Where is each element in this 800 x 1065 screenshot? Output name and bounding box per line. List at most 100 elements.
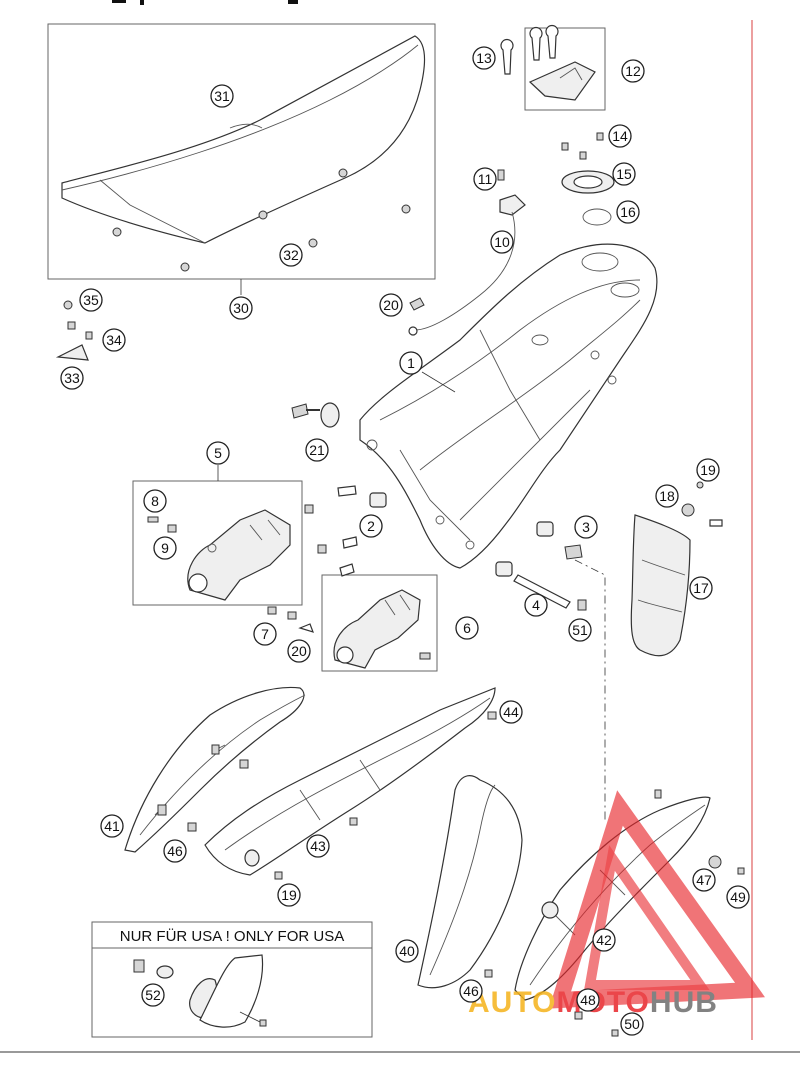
tank-hardware: [291, 402, 587, 611]
svg-text:4: 4: [532, 597, 540, 613]
callout-43: 43: [306, 834, 330, 858]
callout-49: 49: [726, 885, 750, 909]
callout-8: 8: [143, 489, 167, 513]
usa-only-box: NUR FÜR USA ! ONLY FOR USA: [91, 921, 373, 1038]
bracket-group-6: [321, 536, 438, 672]
callout-13: 13: [472, 46, 496, 70]
callout-50: 50: [620, 1012, 644, 1036]
side-panel-43: [187, 687, 497, 880]
callout-10: 10: [490, 230, 514, 254]
svg-text:30: 30: [233, 300, 249, 316]
callout-16: 16: [616, 200, 640, 224]
svg-text:10: 10: [494, 234, 510, 250]
svg-text:50: 50: [624, 1016, 640, 1032]
seat-group: [47, 23, 436, 295]
callout-1: 1: [399, 351, 423, 375]
reference-line: [574, 559, 606, 820]
svg-text:40: 40: [399, 943, 415, 959]
svg-text:14: 14: [612, 128, 628, 144]
callout-4: 4: [524, 593, 548, 617]
tank-spoiler-40: [417, 775, 523, 989]
callout-41: 41: [100, 814, 124, 838]
callout-11: 11: [473, 167, 497, 191]
callout-32: 32: [279, 243, 303, 267]
svg-text:3: 3: [582, 519, 590, 535]
svg-text:19: 19: [281, 887, 297, 903]
seat: [61, 35, 426, 244]
svg-text:5: 5: [214, 445, 222, 461]
callout-44: 44: [499, 700, 523, 724]
svg-text:1: 1: [407, 355, 415, 371]
callout-9: 9: [153, 536, 177, 560]
svg-text:31: 31: [214, 88, 230, 104]
svg-text:20: 20: [291, 643, 307, 659]
callout-19-top: 19: [696, 458, 720, 482]
callout-3: 3: [574, 515, 598, 539]
lock-cover: [528, 61, 596, 101]
svg-text:46: 46: [463, 983, 479, 999]
svg-text:19: 19: [700, 462, 716, 478]
svg-text:6: 6: [463, 620, 471, 636]
callout-12: 12: [621, 59, 645, 83]
side-cover-17: [630, 481, 723, 657]
callout-30: 30: [229, 296, 253, 320]
svg-text:49: 49: [730, 889, 746, 905]
key: [500, 39, 514, 75]
callout-46-bottom: 46: [459, 979, 483, 1003]
callout-20-top: 20: [379, 293, 403, 317]
svg-text:18: 18: [659, 488, 675, 504]
cropped-heading: [112, 0, 298, 5]
callout-33: 33: [60, 366, 84, 390]
callout-34: 34: [102, 328, 126, 352]
callout-51: 51: [568, 618, 592, 642]
bracket-group-5: [132, 465, 327, 633]
callout-17: 17: [689, 576, 713, 600]
svg-text:16: 16: [620, 204, 636, 220]
fuel-tank: [359, 243, 658, 569]
svg-text:AUTOMOTOHUB: AUTOMOTOHUB: [468, 986, 718, 1019]
usa-notice: NUR FÜR USA ! ONLY FOR USA: [120, 927, 344, 945]
callout-47: 47: [692, 868, 716, 892]
svg-text:41: 41: [104, 818, 120, 834]
svg-text:21: 21: [309, 442, 325, 458]
svg-text:47: 47: [696, 872, 712, 888]
callout-42: 42: [592, 928, 616, 952]
bracket-left: [187, 509, 291, 601]
svg-text:51: 51: [572, 622, 588, 638]
svg-text:48: 48: [580, 992, 596, 1008]
sensor-group: [408, 169, 526, 336]
callout-35: 35: [79, 288, 103, 312]
callout-19-bottom: 19: [277, 883, 301, 907]
callout-40: 40: [395, 939, 419, 963]
o-ring: [582, 208, 612, 226]
callout-46-mid: 46: [163, 839, 187, 863]
svg-text:8: 8: [151, 493, 159, 509]
callout-48: 48: [576, 988, 600, 1012]
callout-7: 7: [253, 622, 277, 646]
svg-text:43: 43: [310, 838, 326, 854]
svg-text:34: 34: [106, 332, 122, 348]
watermark-triangle-inner: [584, 845, 710, 990]
callout-2: 2: [359, 514, 383, 538]
callout-14: 14: [608, 124, 632, 148]
watermark-logo: AUTOMOTOHUB: [468, 790, 765, 1019]
svg-text:2: 2: [367, 518, 375, 534]
lock-group: [500, 25, 606, 111]
svg-text:46: 46: [167, 843, 183, 859]
svg-text:12: 12: [625, 63, 641, 79]
svg-text:15: 15: [616, 166, 632, 182]
watermark-hub: HUB: [650, 986, 718, 1019]
svg-text:42: 42: [596, 932, 612, 948]
callout-20-mid: 20: [287, 639, 311, 663]
svg-text:32: 32: [283, 247, 299, 263]
cap-group: [561, 132, 615, 226]
watermark-triangle-outer: [548, 790, 765, 1009]
svg-text:13: 13: [476, 50, 492, 66]
callout-21: 21: [305, 438, 329, 462]
svg-text:52: 52: [145, 987, 161, 1003]
svg-text:20: 20: [383, 297, 399, 313]
svg-text:7: 7: [261, 626, 269, 642]
callout-6: 6: [455, 616, 479, 640]
bracket-right: [333, 589, 421, 669]
